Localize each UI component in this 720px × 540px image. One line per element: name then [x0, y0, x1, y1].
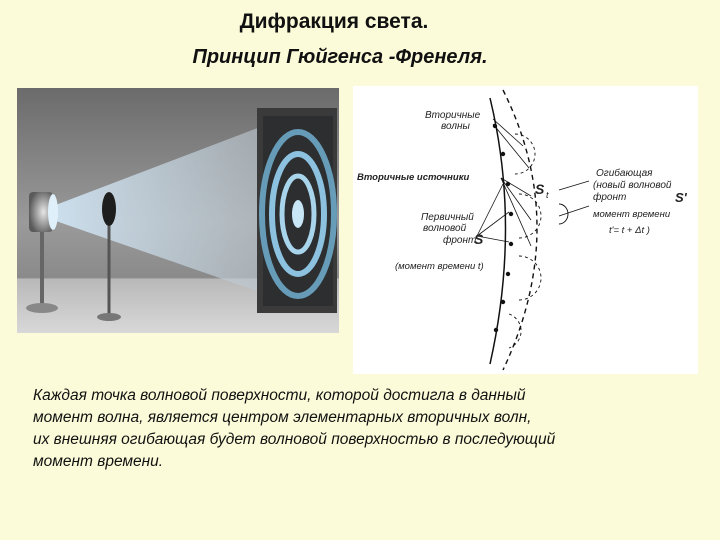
screen [257, 108, 337, 313]
caption-line: момент времени. [33, 453, 164, 470]
moment-label: (момент времени t) [395, 261, 484, 272]
page-subtitle: Принцип Гюйгенса -Френеля. [192, 46, 488, 68]
secondary-waves-label-1: Вторичные [425, 110, 481, 121]
primary-front-symbol: S [474, 231, 484, 247]
primary-front-label-3: фронт [443, 234, 476, 246]
obstacle-disk [97, 192, 121, 321]
envelope-symbol: S' [675, 190, 688, 205]
caption-line: Каждая точка волновой поверхности, котор… [33, 387, 526, 404]
secondary-waves-label-2: волны [441, 121, 470, 132]
huygens-diagram: Вторичные волны Вторичные источники Перв… [353, 86, 698, 374]
caption-line: их внешняя огибающая будет волновой пове… [33, 431, 556, 448]
diffraction-illustration [17, 88, 339, 333]
caption: Каждая точка волновой поверхности, котор… [33, 385, 713, 473]
s-t-symbol: S [535, 181, 545, 197]
moment-formula: t'= t + Δt ) [609, 225, 650, 236]
primary-front-label-2: волновой [423, 223, 467, 234]
primary-front-label-1: Первичный [421, 212, 474, 223]
envelope-wavefront [502, 89, 538, 371]
envelope-label-1: Огибающая [596, 167, 653, 179]
caption-line: момент волна, является центром элементар… [33, 409, 532, 426]
moment-label-2: момент времени [593, 209, 671, 220]
envelope-label-3: фронт [593, 191, 626, 203]
envelope-label-2: (новый волновой [593, 180, 672, 191]
light-source-lamp [26, 192, 58, 313]
s-t-subscript: t [546, 190, 549, 200]
page-title: Дифракция света. [239, 10, 429, 33]
secondary-sources-label: Вторичные источники [357, 172, 470, 183]
